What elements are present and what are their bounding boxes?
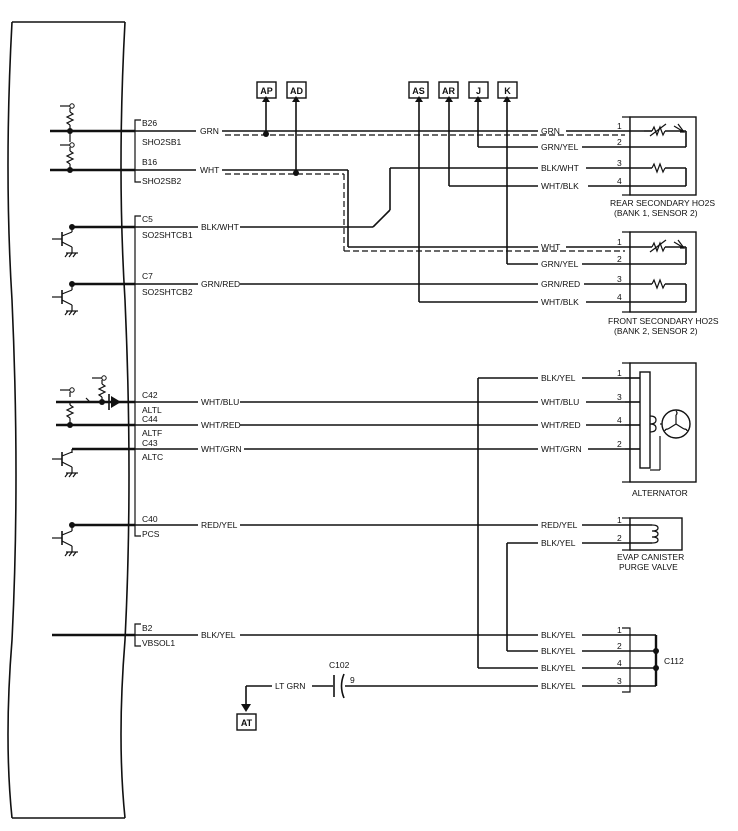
c112-pin-2: 2 bbox=[617, 641, 622, 651]
wire-label-red-yel: RED/YEL bbox=[201, 520, 238, 530]
ecm-pin-c43: C43 bbox=[142, 438, 158, 448]
c102-pin-9: 9 bbox=[350, 675, 355, 685]
ecm-terminal-labels: B26 SHO2SB1 B16 SHO2SB2 C5 SO2SHTCB1 C7 … bbox=[142, 118, 193, 648]
ecm-pin-c5: C5 bbox=[142, 214, 153, 224]
rear-ho2s-pin-3: 3 bbox=[617, 158, 622, 168]
ecm-pin-c40: C40 bbox=[142, 514, 158, 524]
ecm-pin-b26: B26 bbox=[142, 118, 157, 128]
ecm-signal-altc: ALTC bbox=[142, 452, 163, 462]
ecm-signal-sho2sb2: SHO2SB2 bbox=[142, 176, 181, 186]
evap-purge-valve: 1 2 EVAP CANISTER PURGE VALVE bbox=[617, 515, 684, 572]
ecm-pin-b2: B2 bbox=[142, 623, 153, 633]
wire-label-rear-blk-wht: BLK/WHT bbox=[541, 163, 579, 173]
alternator-pin-2: 2 bbox=[617, 439, 622, 449]
wire-label-blk-yel: BLK/YEL bbox=[201, 630, 236, 640]
c102-connector: C102 9 bbox=[329, 660, 355, 699]
ecm-signal-altl: ALTL bbox=[142, 405, 162, 415]
rear-ho2s-pin-4: 4 bbox=[617, 176, 622, 186]
evap-pin-1: 1 bbox=[617, 515, 622, 525]
ecm-block bbox=[7, 21, 130, 819]
wire-label-alt-wht-red: WHT/RED bbox=[541, 420, 581, 430]
wire-label-evap-blk-yel: BLK/YEL bbox=[541, 538, 576, 548]
ecm-pin-c7: C7 bbox=[142, 271, 153, 281]
wire-label-wht: WHT bbox=[200, 165, 219, 175]
wire-label-c112-3: BLK/YEL bbox=[541, 681, 576, 691]
ref-j: J bbox=[476, 86, 481, 96]
front-ho2s-pin-2: 2 bbox=[617, 254, 622, 264]
c112-pin-1: 1 bbox=[617, 625, 622, 635]
wire-label-lt-grn: LT GRN bbox=[275, 681, 305, 691]
wires bbox=[135, 100, 625, 712]
wire-label-alt-wht-blu: WHT/BLU bbox=[541, 397, 579, 407]
rear-ho2s-name: REAR SECONDARY HO2S bbox=[610, 198, 715, 208]
wire-label-blk-wht: BLK/WHT bbox=[201, 222, 239, 232]
wire-label-c112-2: BLK/YEL bbox=[541, 646, 576, 656]
alternator-name: ALTERNATOR bbox=[632, 488, 688, 498]
ecm-signal-so2shtcb2: SO2SHTCB2 bbox=[142, 287, 193, 297]
ecm-internal-circuits bbox=[50, 103, 135, 637]
c112-label: C112 bbox=[664, 656, 684, 666]
front-ho2s-sensor: 1 2 3 4 FRONT SECONDARY HO2S (BANK 2, SE… bbox=[608, 231, 719, 336]
wire-label-rear-wht-blk: WHT/BLK bbox=[541, 181, 579, 191]
ref-k: K bbox=[504, 86, 511, 96]
wire-label-front-grn-yel: GRN/YEL bbox=[541, 259, 579, 269]
ref-as: AS bbox=[412, 86, 425, 96]
wire-labels: GRN WHT BLK/WHT GRN/RED WHT/BLU WHT/RED … bbox=[200, 126, 582, 691]
wire-label-wht-grn: WHT/GRN bbox=[201, 444, 242, 454]
rear-ho2s-pin-2: 2 bbox=[617, 137, 622, 147]
ref-ar: AR bbox=[442, 86, 455, 96]
wire-label-wht-red: WHT/RED bbox=[201, 420, 241, 430]
wire-label-front-wht: WHT bbox=[541, 242, 560, 252]
alternator-pin-4: 4 bbox=[617, 415, 622, 425]
wire-label-front-wht-blk: WHT/BLK bbox=[541, 297, 579, 307]
wire-label-grn: GRN bbox=[200, 126, 219, 136]
front-ho2s-position: (BANK 2, SENSOR 2) bbox=[614, 326, 698, 336]
evap-pin-2: 2 bbox=[617, 533, 622, 543]
ref-ap: AP bbox=[260, 86, 273, 96]
alternator-pin-1: 1 bbox=[617, 368, 622, 378]
wire-label-c112-4: BLK/YEL bbox=[541, 663, 576, 673]
ecm-pin-b16: B16 bbox=[142, 157, 157, 167]
c112-pin-3: 3 bbox=[617, 676, 622, 686]
rear-ho2s-pin-1: 1 bbox=[617, 121, 622, 131]
ref-at: AT bbox=[241, 718, 253, 728]
wire-label-c112-1: BLK/YEL bbox=[541, 630, 576, 640]
c112-pin-4: 4 bbox=[617, 658, 622, 668]
front-ho2s-pin-4: 4 bbox=[617, 292, 622, 302]
wire-label-rear-grn-yel: GRN/YEL bbox=[541, 142, 579, 152]
alternator: 1 3 4 2 ALTERNATOR bbox=[617, 362, 697, 498]
c102-label: C102 bbox=[329, 660, 350, 670]
ecm-pin-c44: C44 bbox=[142, 414, 158, 424]
ecm-signal-sho2sb1: SHO2SB1 bbox=[142, 137, 181, 147]
wire-label-grn-red: GRN/RED bbox=[201, 279, 240, 289]
rear-ho2s-sensor: 1 2 3 4 REAR SECONDARY HO2S (BANK 1, SEN… bbox=[610, 116, 715, 218]
reference-boxes: AP AD AS AR J K AT bbox=[236, 81, 518, 731]
front-ho2s-pin-3: 3 bbox=[617, 274, 622, 284]
ecm-signal-so2shtcb1: SO2SHTCB1 bbox=[142, 230, 193, 240]
wire-label-front-grn-red: GRN/RED bbox=[541, 279, 580, 289]
rear-ho2s-position: (BANK 1, SENSOR 2) bbox=[614, 208, 698, 218]
alternator-pin-3: 3 bbox=[617, 392, 622, 402]
ecm-signal-pcs: PCS bbox=[142, 529, 160, 539]
wire-label-alt-wht-grn: WHT/GRN bbox=[541, 444, 582, 454]
evap-name: EVAP CANISTER bbox=[617, 552, 684, 562]
c112-connector: 1 2 4 3 C112 bbox=[617, 625, 684, 693]
ecm-pin-c42: C42 bbox=[142, 390, 158, 400]
ecm-connector-brackets bbox=[134, 119, 141, 647]
evap-name-line2: PURGE VALVE bbox=[619, 562, 678, 572]
wire-label-wht-blu: WHT/BLU bbox=[201, 397, 239, 407]
wire-label-evap-red-yel: RED/YEL bbox=[541, 520, 578, 530]
front-ho2s-name: FRONT SECONDARY HO2S bbox=[608, 316, 719, 326]
wire-label-rear-grn: GRN bbox=[541, 126, 560, 136]
front-ho2s-pin-1: 1 bbox=[617, 237, 622, 247]
wire-label-alt-blk-yel: BLK/YEL bbox=[541, 373, 576, 383]
ecm-signal-altf: ALTF bbox=[142, 428, 162, 438]
ref-ad: AD bbox=[290, 86, 303, 96]
ecm-signal-vbsol1: VBSOL1 bbox=[142, 638, 175, 648]
